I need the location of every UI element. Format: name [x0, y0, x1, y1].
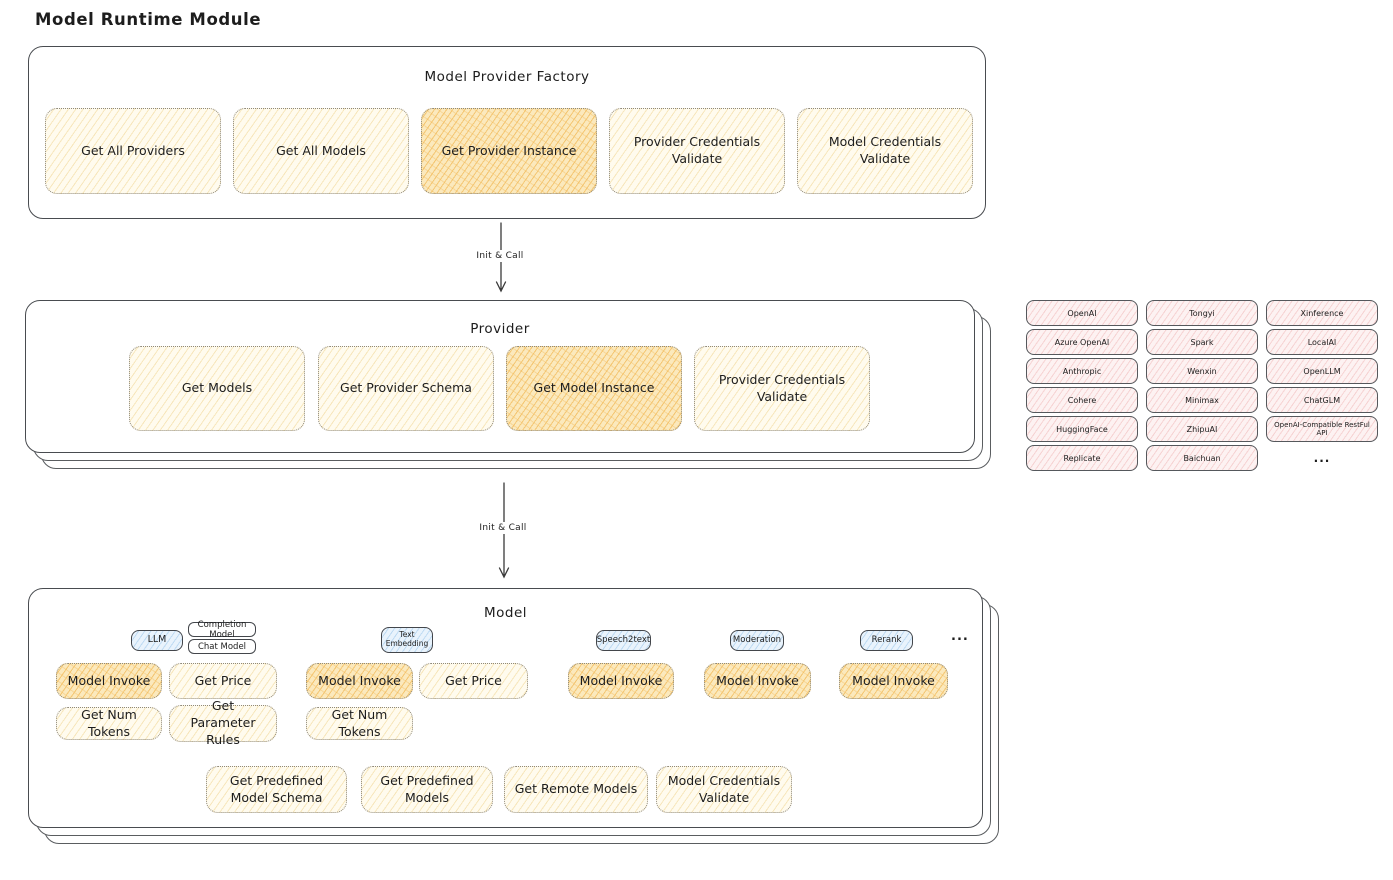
node-model-invoke-speech2text: Model Invoke — [568, 663, 674, 699]
node-get-model-instance: Get Model Instance — [506, 346, 682, 431]
provider-chip-huggingface: HuggingFace — [1026, 416, 1138, 442]
node-get-price-text-embedding: Get Price — [419, 663, 528, 699]
node-get-price-llm: Get Price — [169, 663, 277, 699]
provider-chip-localai: LocalAI — [1266, 329, 1378, 355]
tabs-ellipsis: ... — [951, 629, 969, 644]
node-get-predefined-models: Get Predefined Models — [361, 766, 493, 813]
tab-text-embedding: Text Embedding — [381, 627, 433, 653]
provider-chip-openllm: OpenLLM — [1266, 358, 1378, 384]
provider-chip-anthropic: Anthropic — [1026, 358, 1138, 384]
provider-chip-zhipuai: ZhipuAI — [1146, 416, 1258, 442]
provider-chip-cohere: Cohere — [1026, 387, 1138, 413]
provider-list-ellipsis: ... — [1313, 451, 1331, 465]
node-get-predefined-model-schema: Get Predefined Model Schema — [206, 766, 347, 813]
node-model-invoke-rerank: Model Invoke — [839, 663, 948, 699]
node-get-all-providers: Get All Providers — [45, 108, 221, 194]
tab-chat-model: Chat Model — [188, 639, 256, 654]
node-provider-credentials-validate: Provider Credentials Validate — [609, 108, 785, 194]
node-get-models: Get Models — [129, 346, 305, 431]
node-model-invoke-llm: Model Invoke — [56, 663, 162, 699]
provider-chip-xinference: Xinference — [1266, 300, 1378, 326]
provider-chip-tongyi: Tongyi — [1146, 300, 1258, 326]
node-model-invoke-text-embedding: Model Invoke — [306, 663, 413, 699]
node-get-num-tokens-llm: Get Num Tokens — [56, 707, 162, 740]
provider-chip-wenxin: Wenxin — [1146, 358, 1258, 384]
node-model-credentials-validate: Model Credentials Validate — [797, 108, 973, 194]
node-get-num-tokens-text-embedding: Get Num Tokens — [306, 707, 413, 740]
provider-chip-openai-compatible-restful-api: OpenAI-Compatible RestFul API — [1266, 416, 1378, 442]
model-panel: Model LLM Completion Model Chat Model Te… — [28, 588, 983, 828]
provider-panel: Provider Get Models Get Provider Schema … — [25, 300, 975, 453]
provider-chip-replicate: Replicate — [1026, 445, 1138, 471]
tab-speech2text: Speech2text — [596, 630, 651, 651]
model-title: Model — [483, 605, 528, 621]
node-get-all-models: Get All Models — [233, 108, 409, 194]
arrow-label-init-call-1: Init & Call — [466, 250, 534, 262]
provider-chip-azure-openai: Azure OpenAI — [1026, 329, 1138, 355]
node-get-provider-instance: Get Provider Instance — [421, 108, 597, 194]
tab-llm: LLM — [131, 630, 183, 651]
page-title: Model Runtime Module — [35, 10, 262, 29]
node-model-credentials-validate-2: Model Credentials Validate — [656, 766, 792, 813]
provider-chip-spark: Spark — [1146, 329, 1258, 355]
node-get-remote-models: Get Remote Models — [504, 766, 648, 813]
provider-chip-baichuan: Baichuan — [1146, 445, 1258, 471]
tab-completion-model: Completion Model — [188, 620, 256, 640]
factory-title: Model Provider Factory — [424, 69, 590, 85]
tab-moderation: Moderation — [730, 630, 784, 651]
arrow-label-init-call-2: Init & Call — [469, 522, 537, 534]
provider-chip-openai: OpenAI — [1026, 300, 1138, 326]
node-get-provider-schema: Get Provider Schema — [318, 346, 494, 431]
factory-panel: Model Provider Factory Get All Providers… — [28, 46, 986, 219]
tab-rerank: Rerank — [860, 630, 913, 651]
provider-title: Provider — [470, 321, 530, 337]
provider-chip-chatglm: ChatGLM — [1266, 387, 1378, 413]
provider-list: OpenAI Tongyi Xinference Azure OpenAI Sp… — [1026, 300, 1378, 471]
node-model-invoke-moderation: Model Invoke — [704, 663, 811, 699]
node-get-parameter-rules: Get Parameter Rules — [169, 698, 277, 747]
node-provider-credentials-validate-2: Provider Credentials Validate — [694, 346, 870, 431]
provider-chip-minimax: Minimax — [1146, 387, 1258, 413]
